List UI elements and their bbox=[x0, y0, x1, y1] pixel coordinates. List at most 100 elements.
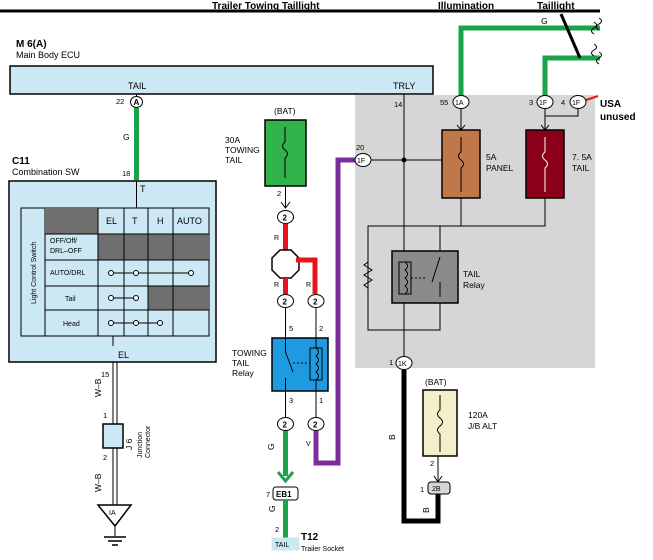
row-tail: Tail bbox=[65, 296, 76, 303]
eb1-pin-7: 7 bbox=[266, 490, 270, 499]
green-arrow bbox=[276, 471, 295, 484]
j6-name-2: Connector bbox=[145, 425, 152, 458]
switch-table bbox=[44, 207, 210, 337]
trailer-socket-box bbox=[271, 537, 300, 551]
ecu-pin-14: 14 bbox=[394, 100, 402, 109]
wire-g-relay: G bbox=[266, 443, 276, 450]
connector-2-b bbox=[277, 294, 294, 308]
conn-1f-20-label: 1F bbox=[357, 158, 365, 165]
junction-connector-j6 bbox=[102, 423, 124, 449]
panel-fuse-rating: 5A bbox=[486, 152, 497, 162]
towing-fuse-line2: TAIL bbox=[225, 155, 243, 165]
ground-triangle bbox=[96, 504, 133, 528]
j6-wire-wb-2: W–B bbox=[93, 473, 103, 492]
conn-a-label: A bbox=[134, 98, 140, 107]
row-head: Head bbox=[63, 321, 80, 328]
panel-fuse-name: PANEL bbox=[486, 163, 514, 173]
row-off-b: DRL–OFF bbox=[50, 248, 82, 255]
towing-bat: (BAT) bbox=[274, 106, 296, 116]
relay-pin-1: 1 bbox=[319, 396, 323, 405]
svg-text:2: 2 bbox=[283, 421, 288, 430]
connector-1f-20 bbox=[354, 153, 372, 167]
switch-connection-dots bbox=[108, 270, 194, 326]
illumination-title: Illumination bbox=[438, 1, 494, 12]
wire-b-1: B bbox=[387, 434, 397, 440]
resistor-symbol bbox=[363, 261, 373, 289]
conn-2b-label: 2B bbox=[432, 486, 441, 493]
conn-1f-3-label: 1F bbox=[539, 100, 547, 107]
jb-pin-3: 3 bbox=[529, 98, 533, 107]
red-wire-2 bbox=[283, 278, 288, 294]
usa-label: USA bbox=[600, 99, 621, 110]
connector-2b bbox=[427, 481, 451, 495]
alt-pin-2: 2 bbox=[430, 459, 434, 468]
ecu-trly-label: TRLY bbox=[393, 81, 415, 91]
red-wire-1 bbox=[283, 224, 288, 251]
usa-red-lead bbox=[585, 95, 599, 101]
taillight-wire bbox=[542, 55, 600, 96]
combo-t-label: T bbox=[140, 184, 146, 194]
taillight-title: Taillight bbox=[537, 1, 575, 12]
tail-relay-label-a: TAIL bbox=[463, 269, 481, 279]
combo-name: Combination SW bbox=[12, 167, 80, 177]
relay-line2: TAIL bbox=[232, 358, 250, 368]
wire-v-relay: V bbox=[306, 441, 311, 448]
col-h: H bbox=[157, 216, 164, 226]
circuit-breaker-octagon bbox=[271, 249, 300, 279]
ecu-tail-label: TAIL bbox=[128, 81, 146, 91]
eb1-pin-2: 2 bbox=[275, 525, 279, 534]
wire-r-1: R bbox=[274, 235, 279, 242]
towing-tail-relay bbox=[271, 337, 329, 392]
j6-wire-wb-1: W–B bbox=[93, 378, 103, 397]
connector-a-22 bbox=[130, 96, 143, 108]
col-t: T bbox=[132, 216, 138, 226]
combo-el-label: EL bbox=[118, 350, 129, 360]
green-wire-relay-out bbox=[283, 431, 288, 476]
svg-text:2: 2 bbox=[283, 214, 288, 223]
conn-1a-label: 1A bbox=[455, 100, 464, 107]
purple-wire bbox=[313, 157, 356, 466]
light-control-switch-label: Light Control Switch bbox=[31, 242, 38, 304]
black-wire-b bbox=[401, 370, 441, 524]
t12-code: T12 bbox=[301, 532, 319, 543]
t12-name: Trailer Socket bbox=[301, 546, 344, 553]
j6-pin-15: 15 bbox=[101, 370, 109, 379]
connector-2-a bbox=[277, 210, 294, 224]
jb-pin-4: 4 bbox=[561, 98, 565, 107]
illumination-wire bbox=[458, 25, 600, 96]
row-auto-drl: AUTO/DRL bbox=[50, 270, 85, 277]
main-body-ecu-box bbox=[9, 65, 434, 95]
ground-ia: IA bbox=[109, 510, 116, 517]
ecu-code: M 6(A) bbox=[16, 39, 47, 50]
relay-pin-2: 2 bbox=[319, 324, 323, 333]
green-wire-eb1 bbox=[283, 500, 288, 538]
relay-line1: TOWING bbox=[232, 348, 267, 358]
red-wire-3 bbox=[296, 257, 318, 294]
towing-fuse-pin2: 2 bbox=[277, 189, 281, 198]
panel-fuse-5a bbox=[441, 129, 481, 199]
break-mark-1 bbox=[591, 21, 597, 57]
eb1-label: EB1 bbox=[276, 490, 292, 499]
connector-2-c bbox=[307, 294, 325, 308]
relay-switch-symbol bbox=[285, 338, 323, 391]
top-wire-g-label: G bbox=[541, 16, 548, 26]
row-off-a: OFF/Off/ bbox=[50, 238, 77, 245]
alt-rating: 120A bbox=[468, 410, 488, 420]
alt-bat: (BAT) bbox=[425, 377, 447, 387]
connector-2-d bbox=[277, 417, 294, 431]
combo-pin-18: 18 bbox=[122, 169, 130, 178]
j6-pin-2: 2 bbox=[103, 453, 107, 462]
tail-fuse-rating: 7. 5A bbox=[572, 152, 592, 162]
connector-2-e bbox=[307, 417, 325, 431]
col-el: EL bbox=[106, 216, 117, 226]
relay-pin-3: 3 bbox=[289, 396, 293, 405]
ecu-pin-22: 22 bbox=[116, 97, 124, 106]
j6-name: Junction bbox=[137, 432, 144, 458]
connector-1k bbox=[395, 356, 413, 370]
relay-pin-5: 5 bbox=[289, 324, 293, 333]
wire-r-3: R bbox=[306, 282, 311, 289]
j6-code: J 6 bbox=[124, 438, 134, 450]
towing-fuse-line1: TOWING bbox=[225, 145, 260, 155]
ecu-name: Main Body ECU bbox=[16, 50, 80, 60]
svg-text:2: 2 bbox=[283, 298, 288, 307]
